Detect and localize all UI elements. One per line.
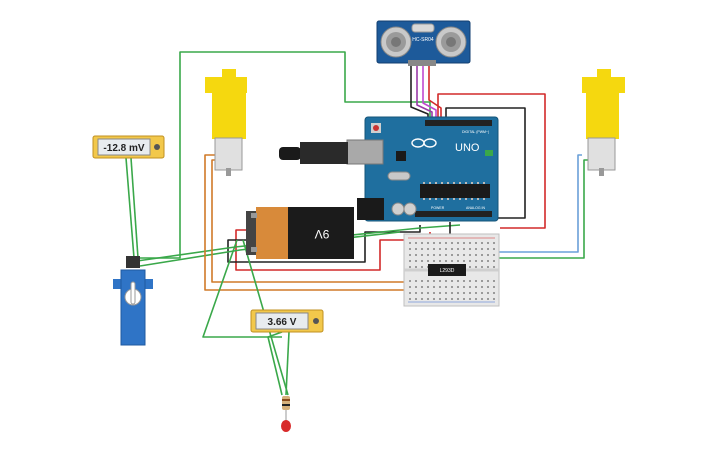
battery-9v[interactable]: 9V <box>246 207 354 259</box>
wire-led-2[interactable] <box>285 331 290 396</box>
meter-left-reading: -12.8 mV <box>103 143 144 154</box>
arduino-power-label: POWER <box>431 206 445 210</box>
arduino-brand-label: UNO <box>455 142 480 154</box>
ultrasonic-sensor[interactable]: HC-SR04 <box>376 20 471 66</box>
wire-red-top[interactable] <box>437 93 546 229</box>
wire-black-top[interactable] <box>445 107 526 219</box>
wire-green-servo-top[interactable] <box>137 51 431 259</box>
arduino-uno[interactable]: UNO DIGITAL (PWM~) POWER ANALOG IN <box>346 116 499 222</box>
wire-red-sensor[interactable] <box>428 66 442 122</box>
battery-label: 9V <box>315 227 330 241</box>
led-red[interactable] <box>281 410 291 432</box>
wire-meter-bottom-1[interactable] <box>267 331 283 396</box>
multimeter-left[interactable]: -12.8 mV <box>92 135 165 159</box>
wire-green-motor-right[interactable] <box>470 159 588 259</box>
resistor[interactable] <box>282 396 290 410</box>
wire-black-battery[interactable] <box>227 225 421 263</box>
breadboard[interactable]: L293D <box>403 233 500 307</box>
wire-black-sensor[interactable] <box>410 66 429 122</box>
wire-meter-left-1[interactable] <box>125 157 135 259</box>
arduino-analog-label: ANALOG IN <box>466 206 486 210</box>
usb-cable[interactable] <box>279 142 348 164</box>
servo-motor[interactable] <box>113 256 153 346</box>
multimeter-bottom[interactable]: 3.66 V <box>250 309 324 333</box>
wire-blue-motor-right[interactable] <box>470 154 582 253</box>
dc-motor-left[interactable] <box>205 69 247 176</box>
wire-purple-2[interactable] <box>422 66 437 122</box>
wire-orange-motor-1[interactable] <box>204 154 430 291</box>
dc-motor-right[interactable] <box>582 69 625 176</box>
meter-bottom-reading: 3.66 V <box>268 317 297 328</box>
arduino-digital-label: DIGITAL (PWM~) <box>462 130 489 134</box>
wire-green-meter-bottom[interactable] <box>202 239 282 338</box>
ic-label: L293D <box>440 268 455 274</box>
sensor-model-label: HC-SR04 <box>412 37 434 43</box>
wires <box>125 51 588 396</box>
wire-meter-left-2[interactable] <box>130 157 139 259</box>
